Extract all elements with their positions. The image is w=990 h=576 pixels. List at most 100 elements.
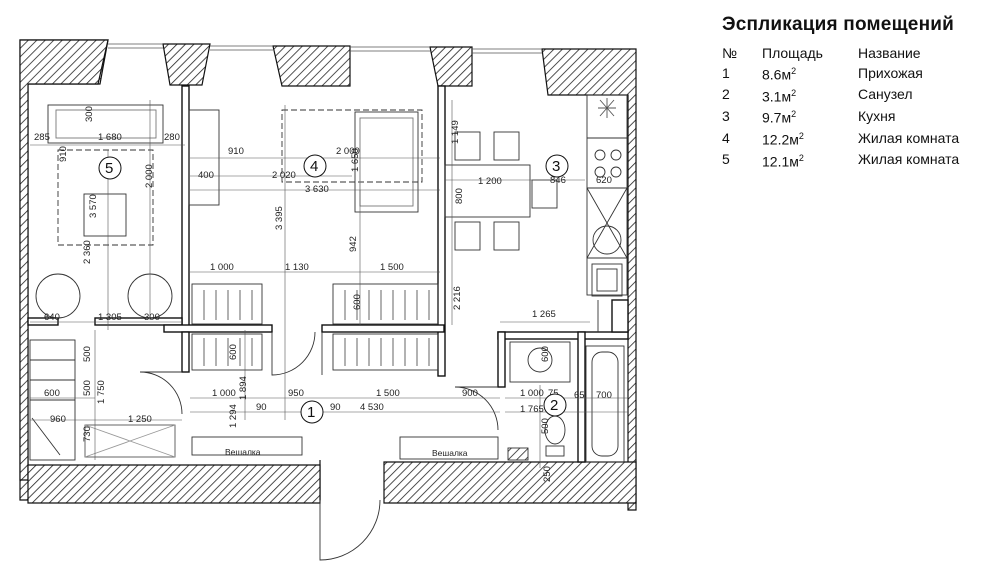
dim-label: 730	[82, 426, 93, 442]
dim-label: 2 000	[336, 146, 360, 157]
dim-label: 75	[548, 388, 559, 399]
dim-label: 1 000	[210, 262, 234, 273]
dim-label: 910	[228, 146, 244, 157]
dim-label: 620	[596, 175, 612, 186]
row-name: Прихожая	[858, 64, 923, 81]
dimension-lines	[30, 100, 628, 468]
row-name: Санузел	[858, 86, 913, 103]
legend-row: 5 12.1м2 Жилая комната	[722, 149, 959, 171]
kitchen-furniture	[444, 94, 628, 297]
row-num: 3	[722, 108, 730, 125]
legend-table: № Площадь Название 1 8.6м2 Прихожая 2 3.…	[722, 44, 959, 170]
row-num: 2	[722, 86, 730, 103]
dim-label: 400	[198, 170, 214, 181]
dim-label: 285	[34, 132, 50, 143]
dim-label: 942	[348, 236, 359, 252]
dim-label: 600	[228, 344, 239, 360]
dim-label: 4 530	[360, 402, 384, 413]
dim-label: 600	[44, 388, 60, 399]
row-num: 5	[722, 151, 730, 168]
dim-label: 1 265	[532, 309, 556, 320]
room-number-5: 5	[105, 160, 113, 177]
row-area: 12.2м2	[762, 130, 804, 148]
dim-label: 65	[574, 390, 585, 401]
dim-label: 3 395	[274, 206, 285, 230]
dim-label: 300	[144, 312, 160, 323]
room-number-3: 3	[552, 158, 560, 175]
room-number-1: 1	[307, 404, 315, 421]
row-area: 8.6м2	[762, 66, 797, 83]
room4-furniture	[188, 109, 439, 371]
dim-label: 1 680	[98, 132, 122, 143]
dim-label: 2 020	[272, 170, 296, 181]
dim-label: 3 570	[88, 194, 99, 218]
interior-walls	[27, 85, 629, 463]
dim-label: 1 000	[212, 388, 236, 399]
dim-label: 90	[330, 402, 341, 413]
dim-label: 500	[82, 346, 93, 362]
dim-label: 800	[454, 188, 465, 204]
dim-label: 1 750	[96, 380, 107, 404]
dim-label: 2 216	[452, 286, 463, 310]
dim-label: 600	[352, 294, 363, 310]
dim-label: 950	[288, 388, 304, 399]
dim-label: 300	[84, 106, 95, 122]
header-name: Название	[858, 45, 921, 61]
header-area: Площадь	[762, 45, 823, 61]
dim-label: 846	[550, 175, 566, 186]
hanger-label-right: Вешалка	[432, 448, 468, 458]
room-number-4: 4	[310, 158, 318, 175]
dim-label: 1 305	[98, 312, 122, 323]
legend-header-row: № Площадь Название	[722, 44, 959, 62]
dimension-labels: 285 1 680 280 300 910 2 000 3 570 2 360 …	[34, 106, 612, 482]
dim-label: 1 894	[238, 376, 249, 400]
dim-label: 2 360	[82, 240, 93, 264]
dim-label: 2 000	[144, 164, 155, 188]
dim-label: 910	[58, 146, 69, 162]
dim-label: 3 630	[305, 184, 329, 195]
room-markers	[98, 154, 569, 424]
legend-row: 1 8.6м2 Прихожая	[722, 62, 959, 84]
dim-label: 250	[542, 466, 553, 482]
row-name: Жилая комната	[858, 151, 960, 168]
dim-label: 900	[462, 388, 478, 399]
row-area: 9.7м2	[762, 109, 797, 126]
dim-label: 1 500	[376, 388, 400, 399]
exterior-walls	[19, 39, 637, 511]
dim-label: 1 130	[285, 262, 309, 273]
dim-label: 1 250	[128, 414, 152, 425]
dim-label: 500	[82, 380, 93, 396]
floor-plan: Вешалка Вешалка 285	[19, 39, 637, 561]
row-name: Кухня	[858, 108, 896, 125]
dim-label: 960	[50, 414, 66, 425]
hangers	[191, 436, 499, 460]
header-num: №	[722, 45, 738, 61]
row-name: Жилая комната	[858, 129, 960, 146]
dim-label: 500	[540, 418, 551, 434]
legend-row: 2 3.1м2 Санузел	[722, 84, 959, 106]
dim-label: 1 765	[520, 404, 544, 415]
hanger-label-left: Вешалка	[225, 447, 261, 457]
row-area: 12.1м2	[762, 152, 804, 170]
windows	[108, 43, 542, 54]
dim-label: 1 500	[380, 262, 404, 273]
dim-label: 90	[256, 402, 267, 413]
dim-label: 1 149	[450, 120, 461, 144]
room-number-2: 2	[550, 397, 558, 414]
legend-title: Эспликация помещений	[722, 14, 954, 35]
room5-furniture	[29, 104, 176, 461]
dim-label: 1 000	[520, 388, 544, 399]
dim-label: 1 650	[350, 148, 361, 172]
dim-label: 640	[44, 312, 60, 323]
row-num: 4	[722, 129, 730, 146]
dim-label: 600	[540, 346, 551, 362]
doors	[31, 300, 599, 561]
legend-row: 4 12.2м2 Жилая комната	[722, 127, 959, 149]
dim-label: 1 294	[228, 404, 239, 428]
legend-row: 3 9.7м2 Кухня	[722, 105, 959, 127]
dim-label: 700	[596, 390, 612, 401]
row-num: 1	[722, 64, 730, 81]
dim-label: 1 200	[478, 176, 502, 187]
room-legend: Эспликация помещений № Площадь Название …	[722, 14, 984, 170]
dim-label: 280	[164, 132, 180, 143]
